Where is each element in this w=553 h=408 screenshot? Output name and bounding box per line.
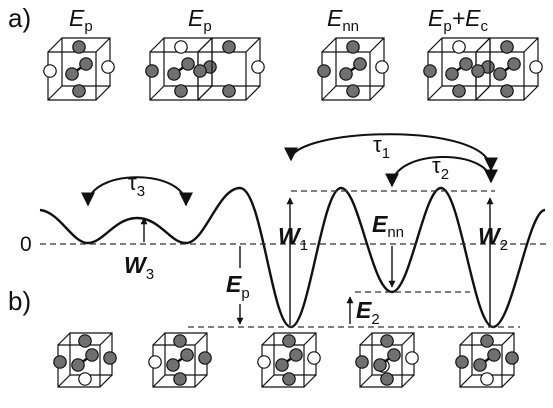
tau3-label: τ3 — [128, 170, 145, 200]
tau1-arc — [284, 133, 498, 172]
cell-a2l-dimer-atom-a — [167, 67, 181, 81]
cell-b4-atom-right — [405, 351, 419, 365]
cell-a2l-atom-left — [145, 64, 159, 78]
panel-label-a: a) — [8, 3, 31, 33]
cell-a4r-frame — [475, 37, 539, 101]
cell-b4-atom-bottom — [380, 372, 394, 386]
cell-b1-dimer-atom-b — [85, 348, 99, 362]
cell-a4r-atom-left — [471, 64, 485, 78]
cell-a1-frame — [47, 37, 111, 101]
tau3-arc — [81, 176, 193, 207]
cell-a2l-atom-top — [174, 40, 188, 54]
cell-a1-atom-right — [101, 60, 115, 74]
cell-a2r-atom-right — [251, 60, 265, 74]
cell-b2-dimer-atom-a — [166, 358, 180, 372]
w2-label: W2 — [478, 223, 508, 254]
cell-b4-frame — [359, 332, 415, 388]
cell-a2r-atom-top — [222, 40, 236, 54]
cell-b2-atom-right — [198, 351, 212, 365]
cell-a3-dimer-atom-a — [339, 67, 353, 81]
e2-label: E2 — [356, 297, 380, 328]
cell-b5-atom-bottom — [480, 372, 494, 386]
cell-b5-dimer-atom-b — [487, 348, 501, 362]
cell-b2-atom-top — [173, 334, 187, 348]
crystal-cells — [43, 37, 543, 388]
cell-b1-atom-right — [103, 351, 117, 365]
cell-b1-frame — [57, 332, 113, 388]
cell-a3-atom-left — [317, 64, 331, 78]
cell-b3-frame — [261, 332, 317, 388]
label-ep-plus-ec: Ep+Ec — [428, 5, 488, 35]
cell-a4r-dimer-atom-b — [507, 57, 521, 71]
cell-b1-atom-left — [53, 355, 67, 369]
cell-b5-atom-right — [505, 351, 519, 365]
label-enn: Enn — [327, 5, 359, 35]
cell-b4-dimer-atom-b — [387, 348, 401, 362]
cell-a1-atom-top — [72, 40, 86, 54]
panel-label-b: b) — [8, 286, 31, 316]
cell-a2r-frame — [197, 37, 261, 101]
cell-a4r-atom-bottom — [500, 84, 514, 98]
cell-a1-dimer-atom-b — [79, 57, 93, 71]
cell-b4-atom-top — [380, 334, 394, 348]
cell-b1-atom-bottom — [78, 372, 92, 386]
zero-label: 0 — [20, 233, 32, 256]
label-ep-1: Ep — [69, 5, 93, 35]
cell-a4r-atom-right — [529, 60, 543, 74]
w1-label: W1 — [278, 223, 308, 254]
cell-a4l-atom-top — [452, 40, 466, 54]
energy-curve — [39, 186, 546, 329]
cell-a4l-dimer-atom-b — [459, 57, 473, 71]
cell-b2-atom-left — [148, 355, 162, 369]
enn-label: Enn — [372, 211, 404, 241]
ep-label: Ep — [226, 271, 250, 302]
cell-a4r-dimer-atom-a — [493, 67, 507, 81]
cell-b4-dimer-atom-a — [373, 358, 387, 372]
cell-a3-dimer-atom-b — [353, 57, 367, 71]
cell-b3-atom-bottom — [282, 372, 296, 386]
cell-b5-dimer-atom-a — [473, 358, 487, 372]
cell-b5-frame — [459, 332, 515, 388]
cell-b3-atom-right — [307, 351, 321, 365]
cell-a4l-atom-bottom — [452, 84, 466, 98]
cell-b2-dimer-atom-b — [180, 348, 194, 362]
cell-a4l-dimer-atom-a — [445, 67, 459, 81]
cell-b3-atom-left — [257, 355, 271, 369]
tau2-arc — [385, 156, 498, 188]
cell-a2l-dimer-atom-b — [181, 57, 195, 71]
cell-a4r-atom-top — [500, 40, 514, 54]
cell-b5-atom-top — [480, 334, 494, 348]
cell-a1-dimer-atom-a — [65, 67, 79, 81]
cell-b1-atom-top — [78, 334, 92, 348]
tau1-label: τ1 — [373, 132, 390, 162]
cell-b4-atom-left — [355, 355, 369, 369]
cell-a4l-atom-left — [423, 64, 437, 78]
cell-b5-atom-left — [455, 355, 469, 369]
tau2-label: τ2 — [432, 153, 449, 183]
cell-b1-dimer-atom-a — [71, 358, 85, 372]
cell-b2-frame — [152, 332, 208, 388]
label-ep-2: Ep — [188, 5, 212, 35]
w3-label: W3 — [124, 252, 154, 283]
cell-a2r-atom-bottom — [222, 84, 236, 98]
cell-b3-dimer-atom-a — [275, 358, 289, 372]
cell-a3-frame — [321, 37, 385, 101]
cell-a2r-atom-left — [193, 64, 207, 78]
cell-a1-atom-bottom — [72, 84, 86, 98]
cell-a3-atom-bottom — [346, 84, 360, 98]
cell-b2-atom-bottom — [173, 372, 187, 386]
cell-b3-dimer-atom-b — [289, 348, 303, 362]
cell-a3-atom-right — [375, 60, 389, 74]
cell-a3-atom-top — [346, 40, 360, 54]
cell-b3-atom-top — [282, 334, 296, 348]
cell-a1-atom-left — [43, 64, 57, 78]
cell-a2l-atom-bottom — [174, 84, 188, 98]
